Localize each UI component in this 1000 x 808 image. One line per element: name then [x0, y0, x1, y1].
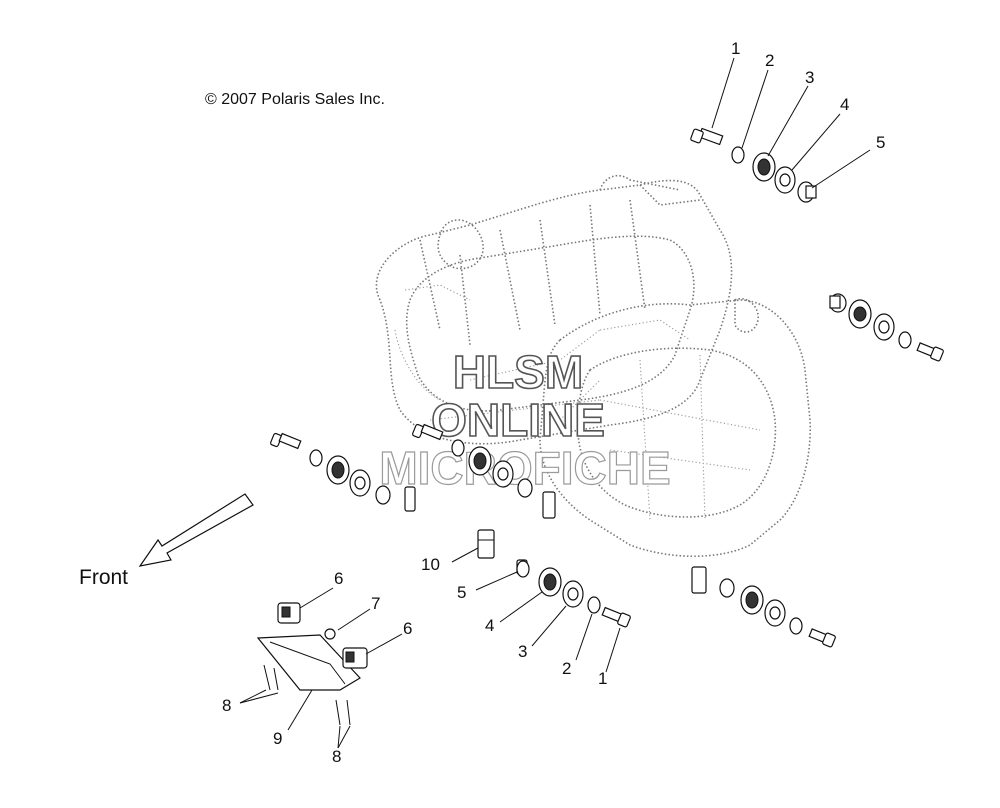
callout-6-right: 6 — [403, 619, 412, 638]
hardware-stack-center — [412, 423, 556, 519]
copyright-text: © 2007 Polaris Sales Inc. — [205, 91, 385, 108]
callout-leaders — [239, 57, 871, 749]
hardware-stack-left — [270, 432, 416, 512]
watermark-line3: MICROFICHE — [379, 442, 670, 494]
bracket-part-10 — [477, 529, 495, 559]
callout-8-bottom: 8 — [332, 747, 341, 766]
callout-7: 7 — [371, 594, 380, 613]
hardware-stack-right — [829, 293, 944, 362]
hardware-stack-lower-center — [516, 559, 631, 628]
callout-1-mid: 1 — [598, 669, 607, 688]
callout-9: 9 — [273, 729, 282, 748]
callout-6-left: 6 — [334, 569, 343, 588]
callout-numbers: 1 2 3 4 5 10 5 4 3 2 1 6 7 6 8 9 8 — [222, 39, 885, 766]
callout-5-mid: 5 — [457, 583, 466, 602]
callout-1-top: 1 — [731, 39, 740, 58]
callout-8-left: 8 — [222, 696, 231, 715]
callout-4-top: 4 — [840, 95, 849, 114]
callout-5-top: 5 — [876, 133, 885, 152]
callout-3-mid: 3 — [518, 642, 527, 661]
watermark-line2: ONLINE — [431, 394, 605, 446]
front-label: Front — [79, 566, 128, 589]
hardware-stack-lower-right — [691, 566, 836, 648]
callout-2-top: 2 — [765, 51, 774, 70]
callout-4-mid: 4 — [485, 616, 494, 635]
hardware-stack-top — [690, 127, 817, 203]
watermark: HLSM ONLINE MICROFICHE — [379, 345, 672, 494]
skid-guard-assembly — [256, 602, 368, 726]
callout-2-mid: 2 — [562, 659, 571, 678]
front-direction-arrow — [138, 493, 254, 567]
callout-3-top: 3 — [805, 68, 814, 87]
frame-housing-outline — [375, 174, 812, 558]
watermark-line1: HLSM — [453, 346, 583, 398]
callout-10: 10 — [421, 555, 440, 574]
